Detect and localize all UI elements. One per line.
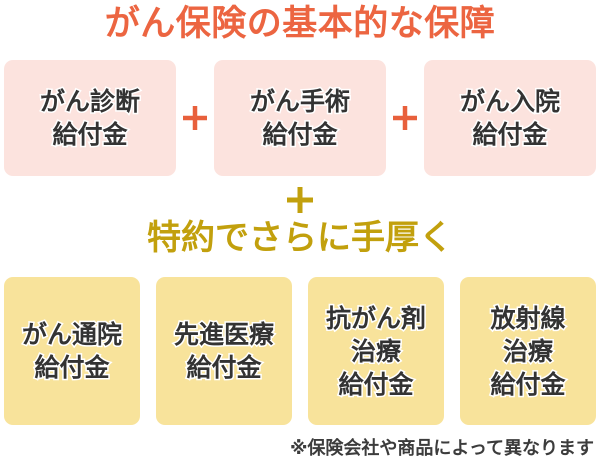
basic-benefit-label: がん手術 給付金: [248, 86, 351, 151]
rider-benefit-box-radiation: 放射線 治療 給付金: [460, 277, 596, 425]
basic-benefit-box-hospitalization: がん入院 給付金: [424, 60, 596, 176]
basic-benefit-label: がん入院 給付金: [458, 86, 561, 151]
basic-benefit-box-diagnosis: がん診断 給付金: [4, 60, 176, 176]
basic-benefit-box-surgery: がん手術 給付金: [214, 60, 386, 176]
rider-section-title: 特約でさらに手厚く: [144, 215, 456, 261]
rider-benefit-label: 先進医療 給付金: [172, 319, 275, 384]
footnote-text: ※保険会社や商品によって異なります: [289, 438, 594, 459]
rider-benefit-box-anticancer-drug: 抗がん剤 治療 給付金: [308, 277, 444, 425]
basic-coverage-row: がん診断 給付金 がん手術 給付金: [4, 60, 596, 176]
rider-benefit-label: 放射線 治療 給付金: [489, 302, 567, 400]
rider-benefit-label: 抗がん剤 治療 給付金: [324, 302, 427, 400]
rider-benefit-box-outpatient: がん通院 給付金: [4, 277, 140, 425]
basic-benefit-label: がん診断 給付金: [38, 86, 141, 151]
page-title: がん保険の基本的な保障: [102, 1, 498, 47]
rider-benefits-row: がん通院 給付金 先進医療 給付金 抗がん剤 治療 給付金 放射線 治療 給付金: [4, 277, 596, 425]
plus-icon: [0, 183, 600, 217]
rider-benefit-label: がん通院 給付金: [20, 319, 123, 384]
plus-icon: [388, 60, 422, 176]
plus-icon: [178, 60, 212, 176]
rider-benefit-box-advanced-medical: 先進医療 給付金: [156, 277, 292, 425]
